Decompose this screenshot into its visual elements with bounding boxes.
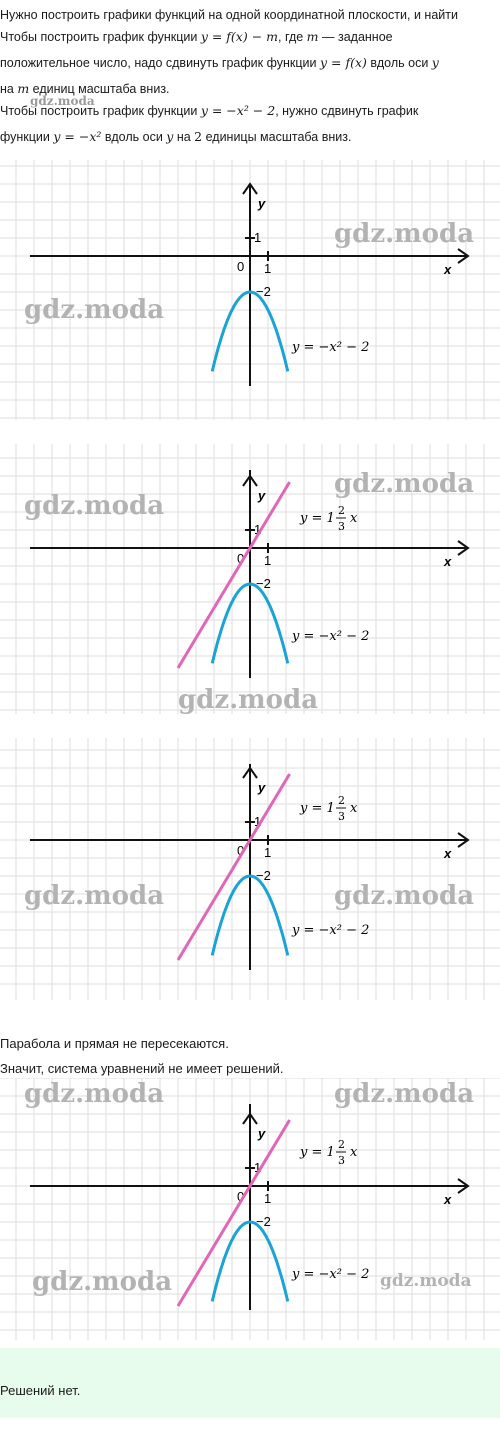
line-graph bbox=[176, 481, 291, 669]
intro-line-1: Нужно построить графики функций на одной… bbox=[0, 8, 458, 22]
origin-label: 0 bbox=[237, 259, 244, 274]
watermark-1b: gdz.moda bbox=[24, 295, 164, 325]
origin-label: 0 bbox=[237, 1189, 244, 1204]
watermark-1a: gdz.moda bbox=[334, 219, 474, 249]
line-label: y = 12 3x bbox=[299, 794, 358, 823]
conclusion-line-2: Значит, система уравнений не имеет решен… bbox=[0, 1061, 284, 1076]
line-label-den: 3 bbox=[338, 1154, 345, 1167]
y-one-label: 1 bbox=[254, 1160, 261, 1175]
x-one-label: 1 bbox=[264, 553, 271, 568]
x-one-label: 1 bbox=[264, 261, 271, 276]
line-label-den: 3 bbox=[338, 520, 345, 533]
line-label-num: 2 bbox=[338, 504, 345, 517]
y-axis-arrow bbox=[242, 182, 258, 195]
intro-line-6: функции y = −x² вдоль оси y на 2 единицы… bbox=[0, 129, 352, 144]
parabola-curve bbox=[210, 874, 290, 956]
intro-line-4: на m единиц масштаба вниз. bbox=[0, 81, 170, 96]
y-axis-label: y bbox=[257, 780, 266, 795]
y-axis-label: y bbox=[257, 1126, 266, 1141]
intro-line-2: Чтобы построить график функции y = f(x) … bbox=[0, 29, 393, 44]
line-label-lhs: y = 1 bbox=[299, 1145, 335, 1160]
line-graph bbox=[176, 773, 291, 961]
parabola-curve bbox=[210, 1220, 290, 1302]
parabola-label: y = −x² − 2 bbox=[291, 1267, 369, 1282]
x-one-label: 1 bbox=[264, 845, 271, 860]
y-axis-arrow bbox=[242, 766, 258, 779]
watermark-2a: gdz.moda bbox=[334, 469, 474, 499]
x-axis-label: x bbox=[443, 846, 452, 861]
answer-text: Решений нет. bbox=[0, 1383, 81, 1398]
line-label-den: 3 bbox=[338, 810, 345, 823]
line-label-x: x bbox=[350, 801, 358, 816]
line-label-x: x bbox=[350, 1145, 358, 1160]
parabola-curve bbox=[210, 290, 290, 372]
watermark-4b: gdz.moda bbox=[334, 1079, 474, 1109]
x-axis-arrow bbox=[457, 1178, 470, 1194]
x-axis-arrow bbox=[457, 540, 470, 556]
watermark-4d: gdz.moda bbox=[380, 1271, 472, 1291]
intro-line-3: положительное число, надо сдвинуть графи… bbox=[0, 55, 439, 70]
origin-label: 0 bbox=[237, 551, 244, 566]
watermark-4a: gdz.moda bbox=[24, 1079, 164, 1109]
y-axis-arrow bbox=[242, 1112, 258, 1125]
parabola-curve bbox=[210, 582, 290, 664]
parabola-label: y = −x² − 2 bbox=[291, 340, 369, 355]
line-graph bbox=[176, 1119, 291, 1307]
line-label: y = 12 3x bbox=[299, 504, 358, 533]
y-one-label: 1 bbox=[254, 814, 261, 829]
graph-grid bbox=[0, 160, 500, 420]
conclusion-line-1: Парабола и прямая не пересекаются. bbox=[0, 1036, 229, 1051]
origin-label: 0 bbox=[237, 843, 244, 858]
y-one-label: 1 bbox=[254, 230, 261, 245]
y-axis-label: y bbox=[257, 488, 266, 503]
watermark-3a: gdz.moda bbox=[24, 881, 164, 911]
line-label-num: 2 bbox=[338, 794, 345, 807]
x-one-label: 1 bbox=[264, 1191, 271, 1206]
line-label-lhs: y = 1 bbox=[299, 511, 335, 526]
x-axis-label: x bbox=[443, 262, 452, 277]
line-label-num: 2 bbox=[338, 1138, 345, 1151]
line-label-x: x bbox=[350, 511, 358, 526]
watermark-2b: gdz.moda bbox=[24, 491, 164, 521]
parabola-label: y = −x² − 2 bbox=[291, 923, 369, 938]
x-axis-arrow bbox=[457, 248, 470, 264]
parabola-label: y = −x² − 2 bbox=[291, 629, 369, 644]
intro-text: Нужно построить графики функций на одной… bbox=[0, 4, 500, 152]
y-axis-arrow bbox=[242, 474, 258, 487]
x-axis-arrow bbox=[457, 832, 470, 848]
watermark-4c: gdz.moda bbox=[32, 1267, 172, 1297]
line-label-lhs: y = 1 bbox=[299, 801, 335, 816]
watermark-2c: gdz.moda bbox=[178, 685, 318, 714]
x-axis-label: x bbox=[443, 1192, 452, 1207]
y-axis-label: y bbox=[257, 196, 266, 211]
answer-box bbox=[0, 1348, 500, 1418]
y-one-label: 1 bbox=[254, 522, 261, 537]
watermark-3b: gdz.moda bbox=[334, 881, 474, 911]
watermark-small: gdz.moda bbox=[30, 94, 95, 108]
intro-line-5: Чтобы построить график функции y = −x² −… bbox=[0, 103, 419, 118]
line-label: y = 12 3x bbox=[299, 1138, 358, 1167]
x-axis-label: x bbox=[443, 554, 452, 569]
